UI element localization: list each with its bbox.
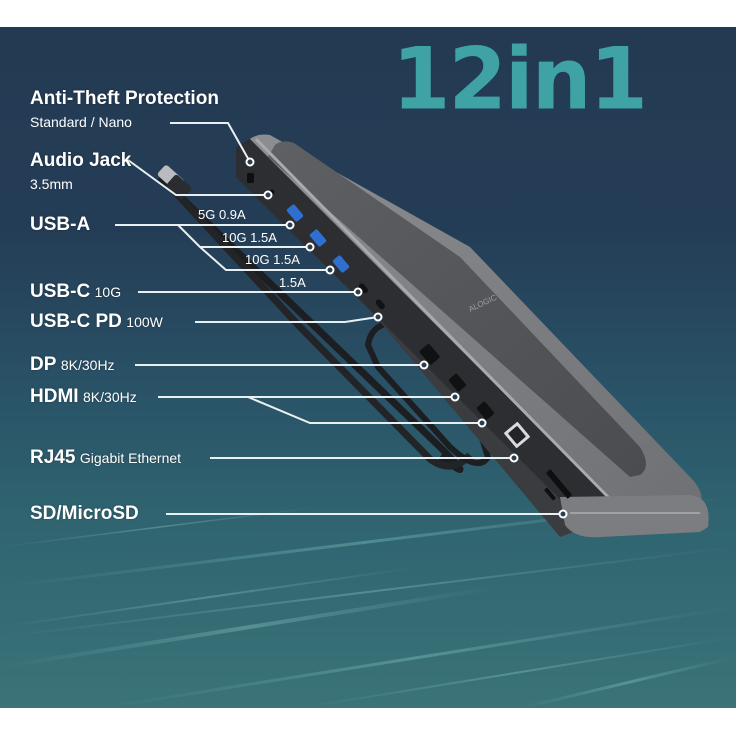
leader-lines <box>115 122 563 515</box>
security-lock-slot-icon <box>247 173 254 183</box>
label-audio-jack-detail: 3.5mm <box>30 176 73 192</box>
label-usb-c-pd-detail: 100W <box>126 314 163 330</box>
label-usb-a: USB-A <box>30 215 90 234</box>
spec-usb-a-1: 5G 0.9A <box>198 207 246 222</box>
label-sd: SD/MicroSD <box>30 504 139 523</box>
label-dp-name: DP <box>30 354 57 375</box>
hdmi-port-icon <box>448 373 494 420</box>
ports <box>247 173 572 501</box>
label-usb-c-detail: 10G <box>94 284 122 300</box>
docking-station-illustration: ALOGIC <box>115 122 709 538</box>
label-hdmi-detail: 8K/30Hz <box>83 389 137 405</box>
label-sd-name: SD/MicroSD <box>30 503 139 524</box>
label-rj45: RJ45 Gigabit Ethernet <box>30 448 181 467</box>
label-usb-c-pd-name: USB-C PD <box>30 311 122 332</box>
label-usb-c-name: USB-C <box>30 281 91 302</box>
headline-12in1: 12in1 <box>392 29 648 129</box>
displayport-icon <box>419 344 440 365</box>
label-usb-c-pd: USB-C PD 100W <box>30 312 163 331</box>
label-anti-theft: Anti-Theft Protection <box>30 89 219 108</box>
label-audio-jack: Audio Jack <box>30 151 131 170</box>
spec-usb-a-2: 10G 1.5A <box>222 230 277 245</box>
label-rj45-detail: Gigabit Ethernet <box>79 450 182 466</box>
label-hdmi: HDMI 8K/30Hz <box>30 387 137 406</box>
label-dp: DP 8K/30Hz <box>30 355 115 374</box>
spec-usb-c-current: 1.5A <box>279 275 306 290</box>
label-rj45-name: RJ45 <box>30 447 76 468</box>
usb-c-port-icon <box>358 283 385 310</box>
leader-line-endpoints <box>245 157 568 519</box>
label-usb-c: USB-C 10G <box>30 282 121 301</box>
label-anti-theft-name: Anti-Theft Protection <box>30 88 219 109</box>
ethernet-port-icon <box>504 421 530 449</box>
label-dp-detail: 8K/30Hz <box>60 357 115 373</box>
usb-a-port-icon <box>286 204 350 273</box>
spec-usb-a-3: 10G 1.5A <box>245 252 300 267</box>
sd-card-slot-icon <box>546 469 572 499</box>
label-anti-theft-detail: Standard / Nano <box>30 114 132 130</box>
product-banner: 12in1 <box>0 27 736 708</box>
label-hdmi-name: HDMI <box>30 386 79 407</box>
label-usb-a-name: USB-A <box>30 214 91 235</box>
label-audio-jack-name: Audio Jack <box>30 150 132 171</box>
